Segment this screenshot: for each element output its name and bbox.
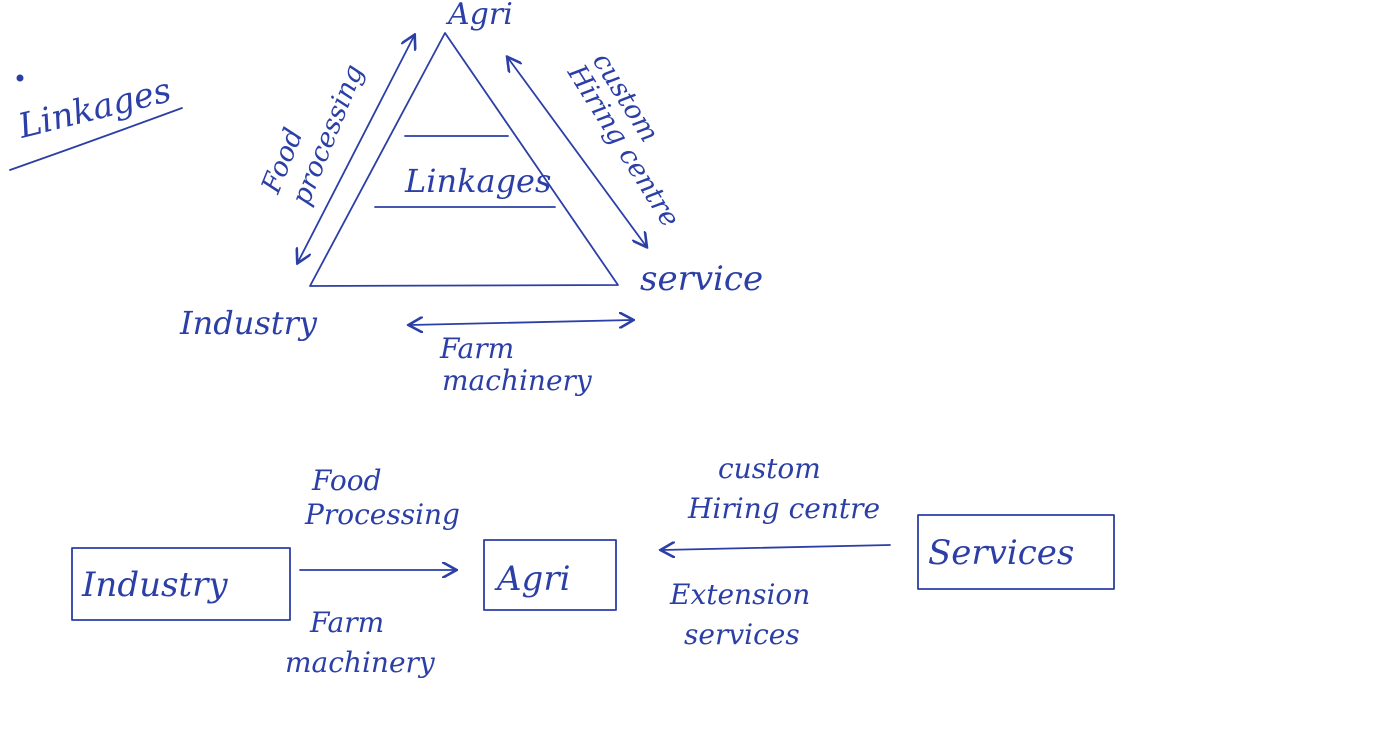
industry-box-label: Industry	[81, 565, 228, 605]
arrow-industry-agri	[298, 36, 414, 262]
services-box-label: Services	[928, 533, 1074, 573]
triangle-left-node: Industry	[179, 304, 318, 342]
flow-food-label-line1: Food	[311, 464, 382, 497]
triangle-center-label: Linkages	[404, 162, 551, 200]
agri-box-label: Agri	[494, 559, 570, 599]
farm-machinery-label-line2: machinery	[442, 364, 593, 397]
heading-underline	[9, 107, 183, 171]
triangle-top-node: Agri	[445, 0, 513, 32]
flow-extension-label-line2: services	[684, 618, 800, 651]
flow-farm-label-line2: machinery	[285, 646, 436, 679]
bullet-dot	[16, 74, 24, 82]
flow-custom-label-line2: Hiring centre	[687, 492, 880, 525]
triangle-right-node: service	[640, 259, 763, 299]
arrow-agri-service	[508, 58, 646, 246]
industry-box	[71, 547, 291, 621]
flow-farm-label-line1: Farm	[309, 606, 384, 639]
arrow-services-to-agri	[662, 545, 891, 550]
services-box	[917, 514, 1115, 590]
farm-machinery-label-line1: Farm	[439, 332, 514, 365]
heading-text: Linkages	[14, 70, 176, 147]
flow-extension-label-line1: Extension	[669, 578, 810, 611]
agri-box	[483, 539, 617, 611]
flow-food-label-line2: Processing	[304, 498, 460, 531]
arrow-industry-service	[410, 320, 632, 325]
flow-custom-label-line1: custom	[718, 452, 821, 485]
